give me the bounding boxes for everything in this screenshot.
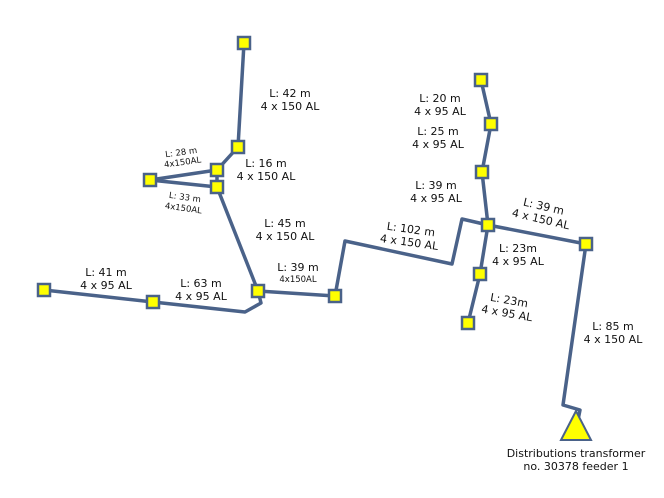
- nodes: [36, 35, 594, 331]
- node-far-right[interactable]: [578, 236, 594, 252]
- segment-labels: L: 42 m 4 x 150 AL L: 28 m 4x150AL L: 16…: [80, 87, 643, 346]
- node-joint-b[interactable]: [209, 179, 225, 195]
- transformer-label-line2: no. 30378 feeder 1: [523, 460, 628, 473]
- seg14-cable: 4 x 95 AL: [492, 255, 545, 268]
- seg6-length: L: 41 m: [85, 266, 127, 279]
- seg16-length: L: 85 m: [592, 320, 634, 333]
- seg14-length: L: 23m: [499, 242, 537, 255]
- cable-left-long: [42, 288, 155, 304]
- seg3-cable: 4 x 150 AL: [237, 170, 297, 183]
- node-center-right[interactable]: [327, 288, 343, 304]
- transformer-caption: Distributions transformer no. 30378 feed…: [507, 447, 646, 473]
- seg7-length: L: 63 m: [180, 277, 222, 290]
- transformer-label-line1: Distributions transformer: [507, 447, 646, 460]
- node-left-mid[interactable]: [145, 294, 161, 310]
- node-right-junction[interactable]: [480, 217, 496, 233]
- seg12-length: L: 39 m: [415, 179, 457, 192]
- seg11-length: L: 25 m: [417, 125, 459, 138]
- node-far-left[interactable]: [36, 282, 52, 298]
- node-center[interactable]: [250, 283, 266, 299]
- node-right-down-1[interactable]: [472, 266, 488, 282]
- seg4-length: L: 33 m: [168, 191, 201, 205]
- seg5-cable: 4 x 150 AL: [256, 230, 316, 243]
- cable-top-right-chain: [479, 78, 493, 227]
- node-top[interactable]: [236, 35, 252, 51]
- seg12-cable: 4 x 95 AL: [410, 192, 463, 205]
- cable-left-branch-lower: [148, 178, 219, 189]
- seg10-cable: 4 x 95 AL: [414, 105, 467, 118]
- seg8-cable: 4x150AL: [279, 275, 316, 285]
- node-right-top[interactable]: [473, 72, 489, 88]
- transformer-icon[interactable]: [559, 408, 593, 441]
- seg8-length: L: 39 m: [277, 261, 319, 274]
- cable-center-to-right: [256, 289, 337, 298]
- node-left-stub[interactable]: [142, 172, 158, 188]
- seg10-length: L: 20 m: [419, 92, 461, 105]
- seg2-length: L: 28 m: [165, 146, 198, 160]
- node-joint-a[interactable]: [209, 162, 225, 178]
- cable-top-vertical: [236, 41, 246, 149]
- node-right-down-2[interactable]: [460, 315, 476, 331]
- seg16-cable: 4 x 150 AL: [584, 333, 644, 346]
- node-upper[interactable]: [230, 139, 246, 155]
- cable-main-down: [215, 185, 260, 293]
- node-right-second[interactable]: [483, 116, 499, 132]
- seg3-length: L: 16 m: [245, 157, 287, 170]
- seg6-cable: 4 x 95 AL: [80, 279, 133, 292]
- cable-left-branch-upper: [148, 168, 219, 182]
- seg1-cable: 4 x 150 AL: [261, 100, 321, 113]
- seg7-cable: 4 x 95 AL: [175, 290, 228, 303]
- cable-long-jog: [333, 217, 490, 298]
- cable-junction-right: [486, 223, 588, 246]
- seg1-length: L: 42 m: [269, 87, 311, 100]
- seg11-cable: 4 x 95 AL: [412, 138, 465, 151]
- seg5-length: L: 45 m: [264, 217, 306, 230]
- node-right-third[interactable]: [474, 164, 490, 180]
- cable-to-transformer: [561, 242, 588, 422]
